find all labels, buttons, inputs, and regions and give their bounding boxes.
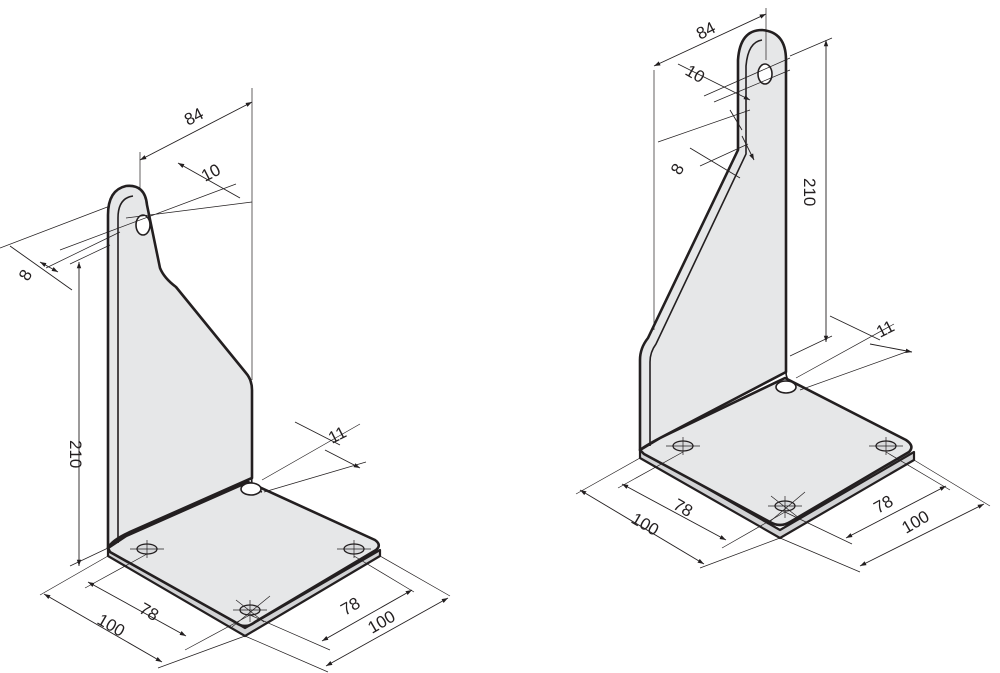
- left-dim-100-a: 100: [94, 610, 128, 641]
- left-dim-210: 210: [66, 440, 85, 468]
- left-hole-crosses: [130, 540, 371, 628]
- left-vertical-edge: [117, 195, 134, 543]
- left-dim-78-b: 78: [338, 594, 364, 620]
- right-dim-100-b: 100: [899, 507, 933, 538]
- left-base-plate: [106, 480, 381, 628]
- right-dim-11: 11: [873, 317, 897, 342]
- right-dim-210: 210: [800, 178, 819, 206]
- right-dim-78-a: 78: [670, 495, 696, 521]
- right-dim-8: 8: [667, 160, 688, 178]
- left-dim-10: 10: [198, 160, 223, 186]
- right-dim-10: 10: [682, 61, 708, 87]
- left-vertical-plate: [106, 184, 254, 550]
- left-dim-100-b: 100: [365, 607, 399, 638]
- left-dim-84: 84: [181, 104, 206, 130]
- right-bracket: 84 10 8 210 11 78 100 78 100: [575, 8, 991, 573]
- right-hole-crosses: [666, 437, 903, 525]
- left-base-hole-back: [240, 482, 262, 496]
- left-dim-11: 11: [325, 423, 349, 448]
- right-dim-84: 84: [693, 18, 718, 44]
- left-dim-8: 8: [15, 266, 36, 284]
- right-dim-100-a: 100: [628, 509, 662, 540]
- right-base-hole-back: [775, 380, 797, 394]
- left-top-hole: [135, 214, 151, 236]
- left-bracket: 84 10 8 210 11 78 100 78 100: [0, 88, 451, 673]
